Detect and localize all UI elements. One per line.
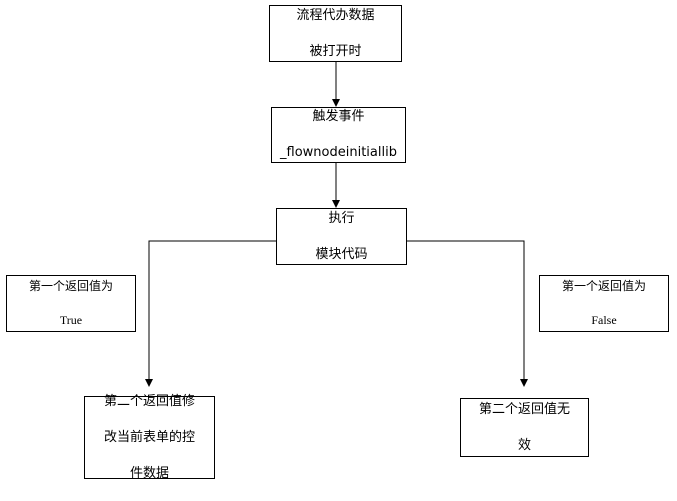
node-start-line1: 流程代办数据	[296, 7, 375, 23]
node-start-line2: 被打开时	[309, 43, 362, 59]
node-start: 流程代办数据 被打开时	[269, 5, 402, 62]
edge-execute-to-false	[406, 240, 528, 387]
node-true-result-line1: 第二个返回值修	[103, 393, 195, 409]
note-false-line1: 第一个返回值为	[561, 279, 646, 293]
node-execute: 执行 模块代码	[276, 208, 407, 265]
node-false-result-line2: 效	[517, 437, 531, 453]
note-true-line1: 第一个返回值为	[28, 279, 113, 293]
node-true-result-line2: 改当前表单的控	[103, 429, 195, 445]
note-false: 第一个返回值为 False	[539, 275, 669, 332]
node-true-result-line3: 件数据	[129, 465, 169, 481]
note-true-line2: True	[59, 313, 83, 327]
node-false-result: 第二个返回值无 效	[460, 398, 589, 457]
node-true-result: 第二个返回值修 改当前表单的控 件数据	[84, 393, 215, 481]
edge-execute-to-true	[145, 240, 277, 387]
note-true: 第一个返回值为 True	[6, 275, 136, 332]
node-trigger: 触发事件 _flownodeinitiallib	[271, 107, 406, 163]
node-false-result-line1: 第二个返回值无	[478, 401, 570, 417]
node-execute-line1: 执行	[328, 210, 355, 226]
diagram-edges	[145, 62, 528, 387]
node-trigger-line2: _flownodeinitiallib	[280, 145, 397, 160]
node-execute-line2: 模块代码	[315, 246, 368, 262]
note-false-line2: False	[591, 313, 617, 327]
node-trigger-line1: 触发事件	[312, 109, 365, 124]
